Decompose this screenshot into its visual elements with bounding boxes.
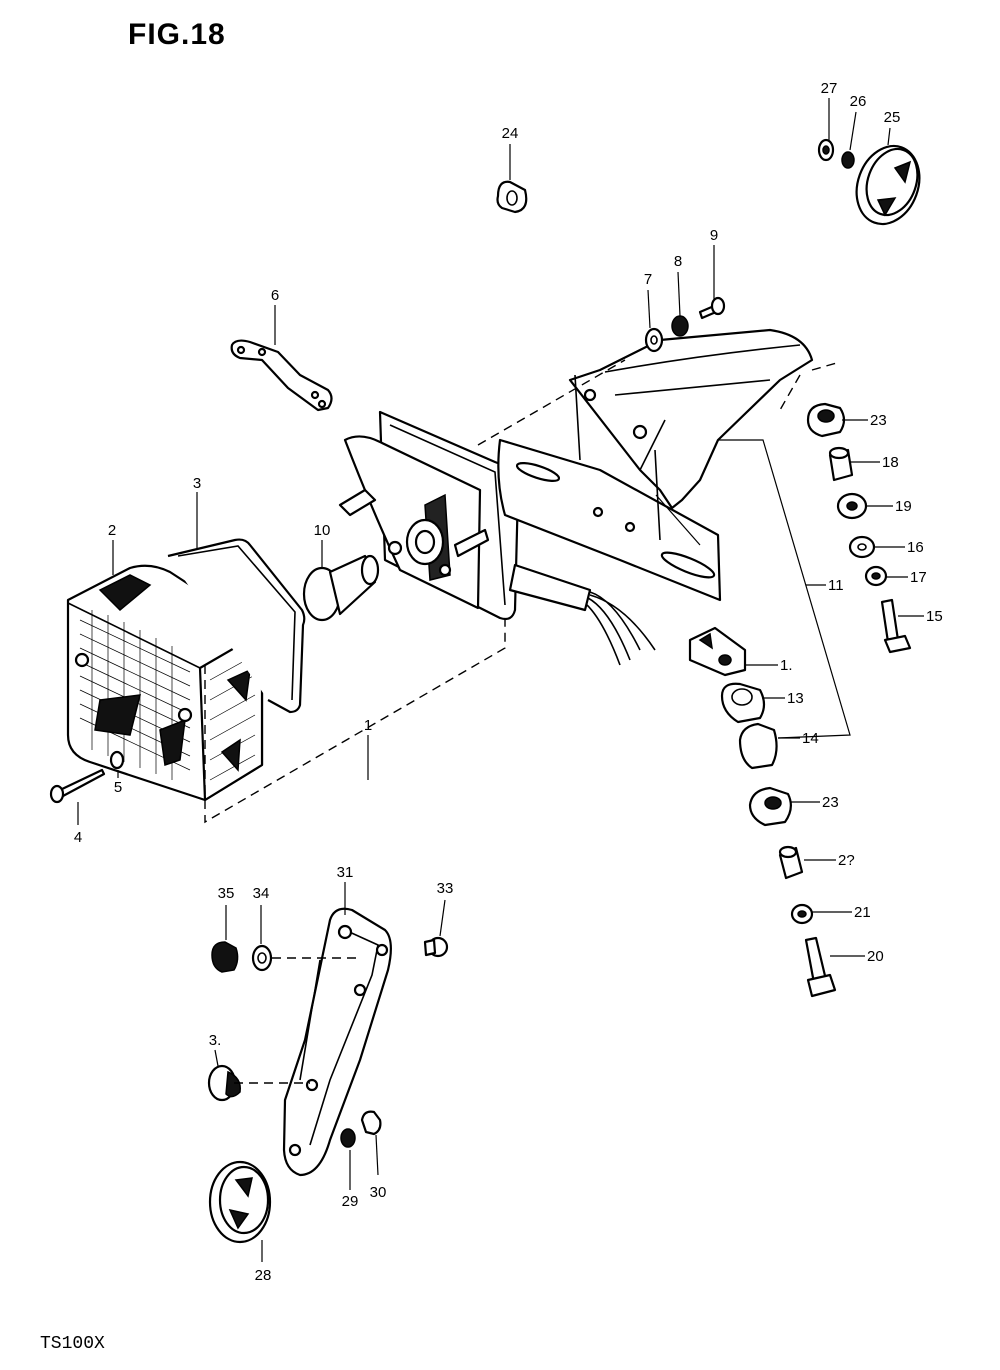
tail-lamp-lens[interactable] (66, 564, 264, 802)
model-code: TS100X (40, 1334, 105, 1354)
washer-17[interactable] (864, 565, 888, 587)
cushion-13[interactable] (720, 682, 766, 724)
lens-screw[interactable] (49, 768, 106, 804)
nut-29[interactable] (340, 1128, 356, 1148)
callout-19: 19 (895, 498, 912, 515)
callout-15: 15 (926, 608, 943, 625)
grommet-24[interactable] (496, 180, 528, 214)
callout-30: 30 (370, 1184, 387, 1201)
callout-10: 10 (314, 522, 331, 539)
lens-washer[interactable] (109, 750, 125, 770)
cushion-14[interactable] (738, 722, 778, 770)
nut-35[interactable] (211, 941, 239, 973)
callout-5: 5 (114, 779, 122, 796)
callout-14: 14 (802, 730, 819, 747)
washer-19[interactable] (836, 492, 868, 520)
washer-21[interactable] (790, 903, 814, 925)
bolt-15[interactable] (880, 598, 912, 654)
nut-26[interactable] (841, 151, 855, 169)
callout-4: 4 (74, 829, 82, 846)
callout-27: 27 (821, 80, 838, 97)
callout-13: 13 (787, 690, 804, 707)
callout-1b: 1. (780, 657, 793, 674)
bulb[interactable] (302, 554, 380, 622)
license-bracket[interactable] (497, 328, 814, 602)
figure-title: FIG.18 (128, 18, 226, 51)
reflector-bracket[interactable] (282, 907, 392, 1177)
bolt-9[interactable] (698, 296, 726, 320)
callout-3: 3 (193, 475, 201, 492)
bolt-20[interactable] (804, 936, 837, 998)
collar-22[interactable] (778, 845, 804, 880)
reflector-25[interactable] (846, 137, 930, 233)
callout-22: 2? (838, 852, 855, 869)
reflector-28[interactable] (208, 1160, 272, 1244)
callout-9: 9 (710, 227, 718, 244)
callout-labels: 2 3 4 5 6 10 7 8 9 24 27 26 25 23 18 19 … (74, 80, 943, 1284)
callout-8: 8 (674, 253, 682, 270)
callout-1: 1 (364, 717, 372, 734)
nut-8[interactable] (671, 315, 689, 337)
lamp-bracket[interactable] (230, 339, 333, 412)
callout-16: 16 (907, 539, 924, 556)
clamp-1[interactable] (688, 626, 747, 677)
callout-29: 29 (342, 1193, 359, 1210)
callout-2: 2 (108, 522, 116, 539)
callout-31: 31 (337, 864, 354, 881)
nut-23-lower[interactable] (748, 786, 792, 827)
callout-6: 6 (271, 287, 279, 304)
washer-16[interactable] (848, 535, 876, 559)
washer-34[interactable] (251, 944, 273, 972)
nut-30[interactable] (360, 1110, 382, 1136)
callout-17: 17 (910, 569, 927, 586)
callout-18: 18 (882, 454, 899, 471)
callout-21: 21 (854, 904, 871, 921)
nut-23-upper[interactable] (806, 402, 846, 438)
leader-lines (77, 98, 924, 1262)
collar-18[interactable] (828, 446, 854, 482)
callout-23-upper: 23 (870, 412, 887, 429)
washer-27[interactable] (817, 138, 835, 162)
callout-24: 24 (502, 125, 519, 142)
callout-34: 34 (253, 885, 270, 902)
callout-28: 28 (255, 1267, 272, 1284)
bolt-33[interactable] (423, 936, 449, 958)
callout-23-lower: 23 (822, 794, 839, 811)
callout-7: 7 (644, 271, 652, 288)
callout-11: 11 (828, 577, 844, 594)
callout-35: 35 (218, 885, 235, 902)
callout-26: 26 (850, 93, 867, 110)
callout-33: 33 (437, 880, 454, 897)
lens-gasket[interactable] (167, 538, 306, 714)
callout-20: 20 (867, 948, 884, 965)
washer-7[interactable] (644, 327, 664, 353)
callout-3b: 3. (209, 1032, 222, 1049)
callout-25: 25 (884, 109, 901, 126)
lamp-housing[interactable] (338, 410, 656, 666)
